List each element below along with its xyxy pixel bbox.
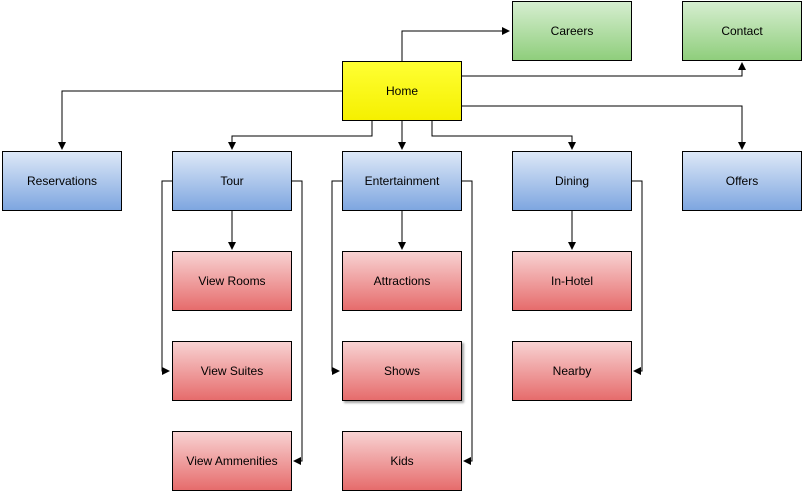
node-shows-label: Shows (383, 364, 421, 378)
node-nearby[interactable]: Nearby (512, 341, 632, 401)
node-in-hotel[interactable]: In-Hotel (512, 251, 632, 311)
node-attractions-label: Attractions (373, 274, 431, 288)
node-careers[interactable]: Careers (512, 1, 632, 61)
node-shows[interactable]: Shows (342, 341, 462, 401)
edge-home-offers (462, 105, 746, 150)
node-dining-label: Dining (554, 174, 590, 188)
node-kids-label: Kids (390, 454, 414, 468)
node-careers-label: Careers (550, 24, 594, 38)
node-view-suites-label: View Suites (200, 364, 264, 378)
edge-entertainment-kids (462, 180, 473, 465)
node-reservations-label: Reservations (26, 174, 98, 188)
edge-tour-view-suites (161, 180, 172, 375)
node-entertainment-label: Entertainment (364, 174, 440, 188)
node-view-suites[interactable]: View Suites (172, 341, 292, 401)
node-attractions[interactable]: Attractions (342, 251, 462, 311)
node-view-ammenities[interactable]: View Ammenities (172, 431, 292, 491)
node-entertainment[interactable]: Entertainment (342, 151, 462, 211)
node-view-rooms[interactable]: View Rooms (172, 251, 292, 311)
node-view-ammenities-label: View Ammenities (186, 454, 278, 468)
node-reservations[interactable]: Reservations (2, 151, 122, 211)
node-tour[interactable]: Tour (172, 151, 292, 211)
edge-dining-nearby (632, 180, 643, 375)
node-kids[interactable]: Kids (342, 431, 462, 491)
edge-home-careers (401, 27, 510, 61)
edge-home-contact (462, 62, 746, 77)
node-nearby-label: Nearby (552, 364, 592, 378)
edge-entertainment-shows (331, 180, 342, 375)
node-dining[interactable]: Dining (512, 151, 632, 211)
node-contact[interactable]: Contact (682, 1, 802, 61)
node-offers-label: Offers (725, 174, 759, 188)
node-in-hotel-label: In-Hotel (550, 274, 594, 288)
edge-home-reservations (58, 90, 342, 150)
node-contact-label: Contact (721, 24, 763, 38)
edge-home-tour (228, 121, 373, 150)
edge-tour-view-ammenities (292, 180, 303, 465)
node-home-label: Home (385, 84, 418, 98)
edge-home-dining (431, 121, 576, 150)
node-home[interactable]: Home (342, 61, 462, 121)
node-view-rooms-label: View Rooms (198, 274, 266, 288)
node-offers[interactable]: Offers (682, 151, 802, 211)
node-tour-label: Tour (220, 174, 244, 188)
